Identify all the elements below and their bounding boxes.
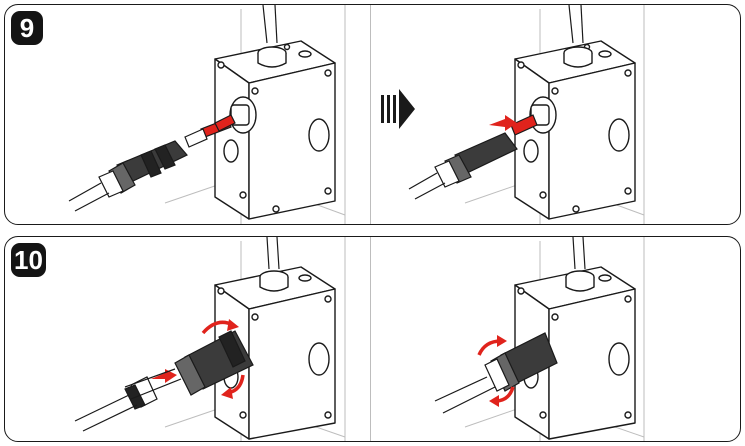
connector-plug: [510, 114, 538, 136]
cable: [434, 376, 496, 414]
step-9-panel: 9: [4, 4, 741, 225]
step-number-badge: 10: [11, 243, 46, 277]
cable-gland: [174, 330, 254, 396]
junction-box: [214, 40, 336, 220]
push-arrow-icon: [489, 115, 517, 131]
step-10-panel: 10: [4, 236, 741, 442]
connector-plug: [184, 114, 236, 148]
sequence-arrow-icon: [381, 89, 415, 129]
step-9-illustration: [68, 5, 645, 224]
step-number-badge: 9: [11, 11, 43, 45]
cable-gland: [434, 132, 518, 188]
top-cable: [568, 5, 584, 44]
top-cable: [266, 237, 280, 270]
cable: [408, 172, 446, 200]
step-10-illustration: [74, 237, 645, 441]
top-cable: [262, 5, 278, 44]
push-arrow-icon: [151, 369, 177, 383]
cable: [68, 182, 110, 212]
junction-box: [514, 40, 636, 220]
panel-divider: [370, 5, 371, 224]
panel-divider: [370, 237, 371, 441]
cable: [74, 368, 182, 432]
cable-gland: [98, 140, 188, 198]
top-cable: [572, 237, 586, 270]
cable-gland: [484, 332, 558, 392]
